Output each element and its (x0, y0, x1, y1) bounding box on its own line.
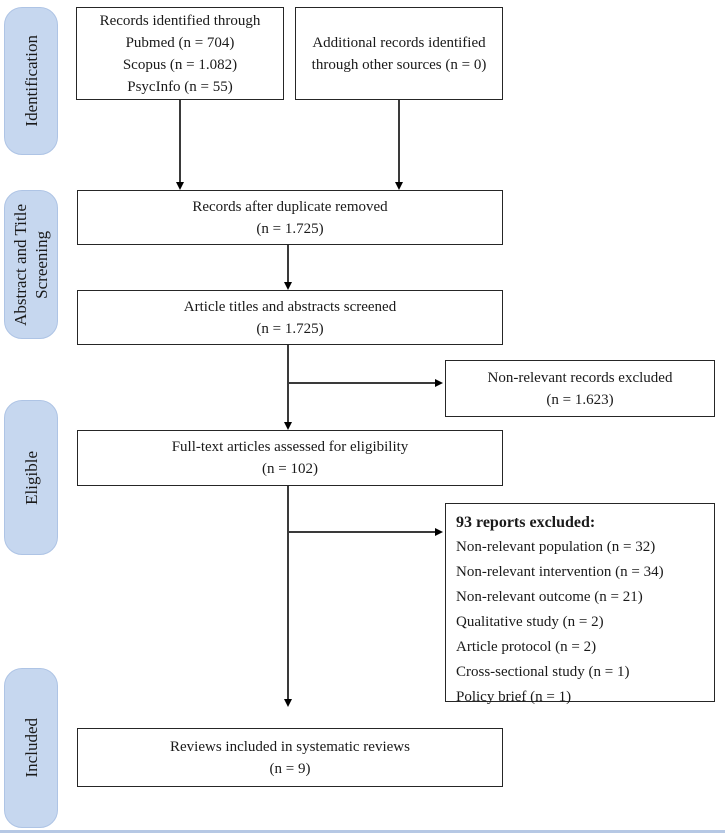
connector-branch-nonrelevant (287, 382, 436, 384)
connector-branch-reports-excluded (287, 531, 436, 533)
stage-abstract-title-screening-label: Abstract and Title Screening (11, 203, 51, 326)
box-duplicates-removed: Records after duplicate removed (n = 1.7… (77, 190, 503, 245)
reports-excluded-item-population: Non-relevant population (n = 32) (456, 539, 656, 555)
duplicates-removed-text: Records after duplicate removed (192, 198, 388, 215)
box-reports-excluded: 93 reports excluded: Non-relevant popula… (445, 503, 715, 705)
arrowhead-screened-down-icon (283, 422, 292, 430)
box-additional-records: Additional records identified through ot… (295, 7, 503, 100)
connector-fulltext-to-included (287, 486, 289, 700)
stage-included: Included (4, 668, 58, 828)
reports-excluded-item-policy: Policy brief (n = 1) (456, 689, 572, 705)
nonrelevant-excluded-count: (n = 1.623) (546, 391, 614, 408)
abstracts-screened-count: (n = 1.725) (256, 320, 324, 337)
additional-records-text: Additional records identified through ot… (311, 34, 487, 73)
connector-screened-to-fulltext (287, 345, 289, 423)
records-identified-psycinfo: PsycInfo (n = 55) (127, 78, 233, 95)
records-identified-pubmed: Pubmed (n = 704) (125, 34, 235, 51)
reports-excluded-item-crosssectional: Cross-sectional study (n = 1) (456, 664, 630, 680)
arrowhead-reports-excluded-right-icon (435, 527, 443, 536)
fulltext-assessed-count: (n = 102) (262, 461, 318, 477)
stage-eligible-label: Eligible (21, 450, 41, 505)
reports-excluded-item-protocol: Article protocol (n = 2) (456, 639, 597, 655)
reports-excluded-item-intervention: Non-relevant intervention (n = 34) (456, 564, 664, 580)
duplicates-removed-count: (n = 1.725) (256, 220, 324, 237)
abstracts-screened-text: Article titles and abstracts screened (183, 298, 397, 315)
reviews-included-text: Reviews included in systematic reviews (170, 738, 410, 755)
reports-excluded-heading: 93 reports excluded: (456, 514, 596, 531)
box-nonrelevant-excluded: Non-relevant records excluded (n = 1.623… (445, 360, 715, 417)
arrowhead-fulltext-down-icon (283, 699, 292, 707)
stage-identification-label: Identification (21, 35, 41, 127)
stage-identification: Identification (4, 7, 58, 155)
records-identified-title: Records identified through (99, 12, 261, 29)
stage-included-label: Included (21, 718, 41, 778)
figure-bottom-rule (0, 830, 725, 833)
box-fulltext-assessed: Full-text articles assessed for eligibil… (77, 430, 503, 486)
arrowhead-additional-down-icon (394, 182, 403, 190)
reviews-included-count: (n = 9) (269, 760, 311, 777)
connector-additional-to-duplicates (398, 100, 400, 183)
arrowhead-identified-down-icon (175, 182, 184, 190)
stage-abstract-title-screening: Abstract and Title Screening (4, 190, 58, 339)
arrowhead-nonrelevant-right-icon (435, 378, 443, 387)
nonrelevant-excluded-text: Non-relevant records excluded (487, 369, 673, 386)
reports-excluded-item-qualitative: Qualitative study (n = 2) (456, 614, 604, 630)
box-records-identified: Records identified through Pubmed (n = 7… (76, 7, 284, 100)
box-reviews-included: Reviews included in systematic reviews (… (77, 728, 503, 787)
reports-excluded-item-outcome: Non-relevant outcome (n = 21) (456, 589, 643, 605)
fulltext-assessed-text: Full-text articles assessed for eligibil… (171, 439, 409, 455)
stage-eligible: Eligible (4, 400, 58, 555)
connector-duplicates-to-screened (287, 245, 289, 283)
records-identified-scopus: Scopus (n = 1.082) (122, 56, 238, 73)
box-abstracts-screened: Article titles and abstracts screened (n… (77, 290, 503, 345)
arrowhead-duplicates-down-icon (283, 282, 292, 290)
connector-identified-to-duplicates (179, 100, 181, 183)
